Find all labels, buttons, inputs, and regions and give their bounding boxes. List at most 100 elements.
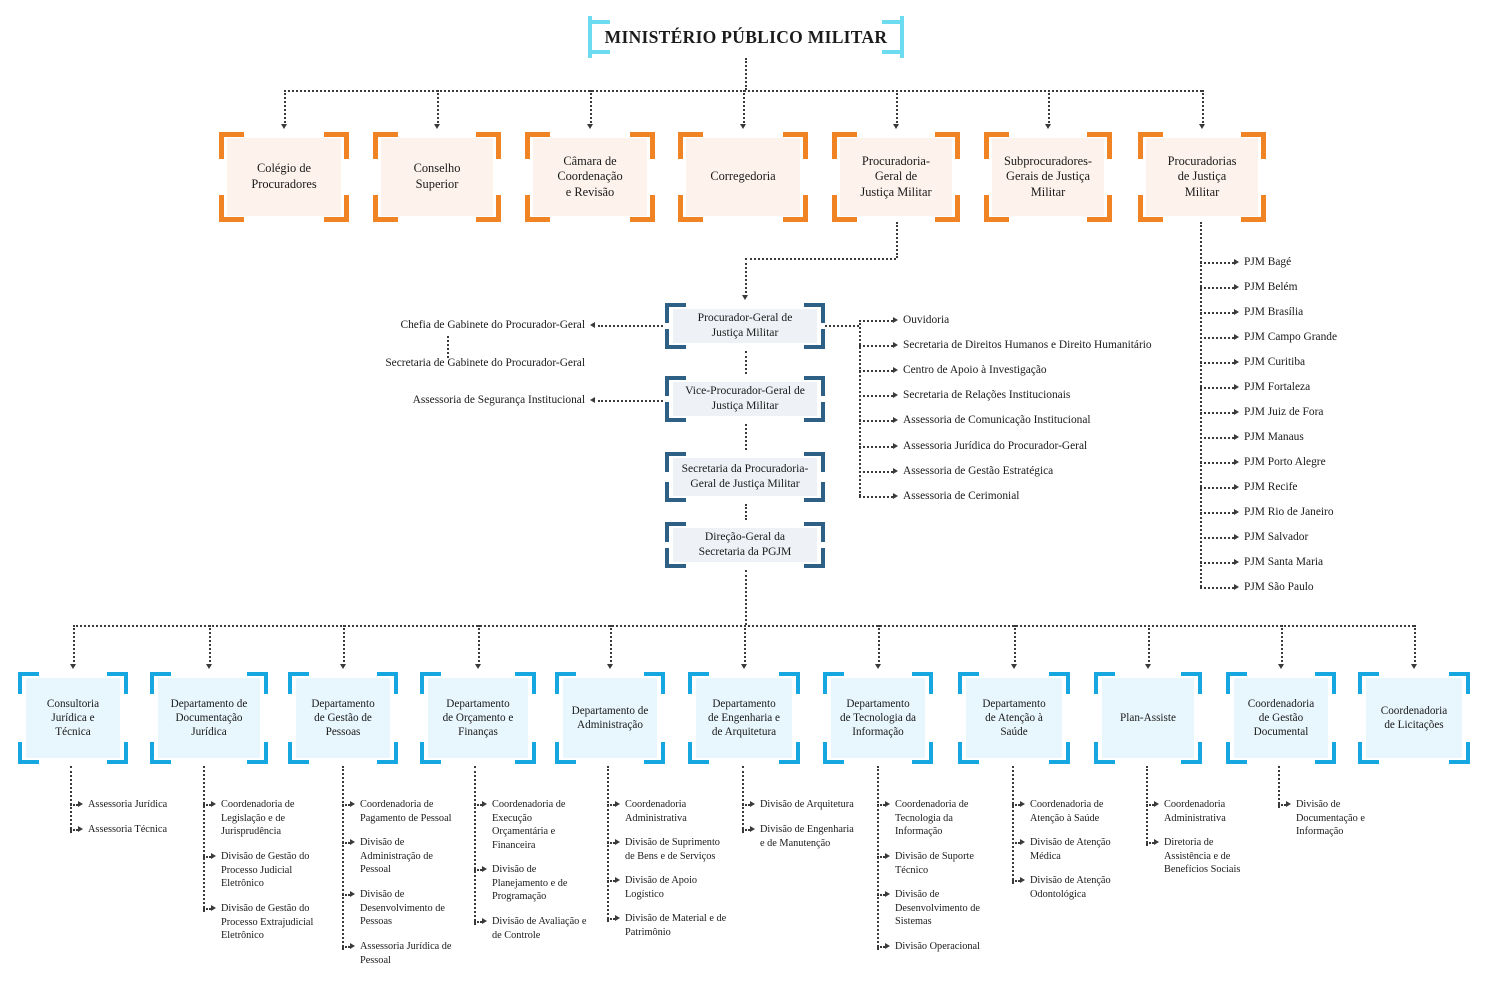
tier1-box-conselho-superior[interactable]: Conselho Superior xyxy=(373,132,501,222)
connector-horizontal xyxy=(877,894,885,896)
pgjm-unit-assessoria-de-cerimonial[interactable]: Assessoria de Cerimonial xyxy=(903,489,1020,502)
department-child-divisao-de-administracao-de-pessoal[interactable]: Divisão de Administração de Pessoal xyxy=(360,837,433,876)
bracket-corner-bl xyxy=(525,195,550,222)
pjm-unit-pjm-brasilia[interactable]: PJM Brasília xyxy=(1244,306,1304,318)
department-child-divisao-de-atencao-odontologica[interactable]: Divisão de Atenção Odontológica xyxy=(1030,875,1111,900)
connector-arrowhead xyxy=(1234,334,1239,340)
pgjm-unit-ouvidoria[interactable]: Ouvidoria xyxy=(903,314,950,326)
department-child-divisao-de-avaliacao-e-de-controle[interactable]: Divisão de Avaliação e de Controle xyxy=(492,916,587,941)
bracket-corner-tl xyxy=(984,132,1009,159)
bracket-corner-bottom-left xyxy=(588,16,610,54)
department-box-departamento-de-tecnologia-da-informacao[interactable]: Departamento de Tecnologia da Informação xyxy=(823,672,933,764)
department-child-coordenadoria-administrativa[interactable]: Coordenadoria Administrativa xyxy=(625,799,687,824)
department-child-assessoria-tecnica[interactable]: Assessoria Técnica xyxy=(88,824,168,835)
department-box-departamento-de-gestao-de-pessoas[interactable]: Departamento de Gestão de Pessoas xyxy=(288,672,398,764)
pjm-unit-pjm-campo-grande[interactable]: PJM Campo Grande xyxy=(1244,331,1338,343)
department-child-coordenadoria-de-legislacao-e-de-jurisprudenci[interactable]: Coordenadoria de Legislação e de Jurispr… xyxy=(221,799,295,838)
department-box-consultoria-juridica-e-tecnica[interactable]: Consultoria Jurídica e Técnica xyxy=(18,672,128,764)
department-box-coordenadoria-de-gestao-documental[interactable]: Coordenadoria de Gestão Documental xyxy=(1226,672,1336,764)
pjm-unit-pjm-bage[interactable]: PJM Bagé xyxy=(1244,256,1292,268)
connector-vertical xyxy=(1014,625,1016,666)
connector-arrowhead xyxy=(70,664,76,669)
department-child-coordenadoria-de-execucao-orcamentaria-e-finan[interactable]: Coordenadoria de Execução Orçamentária e… xyxy=(492,799,566,851)
tier1-box-corregedoria[interactable]: Corregedoria xyxy=(678,132,808,222)
spine-box-vice-procurador-geral-de-justica-militar-label: Vice-Procurador-Geral de Justiça Militar xyxy=(685,384,805,412)
tier1-box-colegio-de-procuradores[interactable]: Colégio de Procuradores xyxy=(219,132,349,222)
pjm-unit-pjm-salvador[interactable]: PJM Salvador xyxy=(1244,531,1309,543)
connector-arrowhead xyxy=(742,295,748,300)
pjm-unit-pjm-belem[interactable]: PJM Belém xyxy=(1244,281,1298,293)
department-child-assessoria-juridica-de-pessoal[interactable]: Assessoria Jurídica de Pessoal xyxy=(360,941,452,966)
pjm-unit-pjm-rio-de-janeiro[interactable]: PJM Rio de Janeiro xyxy=(1244,506,1334,518)
connector-horizontal xyxy=(877,856,885,858)
department-child-assessoria-juridica[interactable]: Assessoria Jurídica xyxy=(88,799,168,810)
pgjm-unit-assessoria-juridica-do-procurador-geral[interactable]: Assessoria Jurídica do Procurador-Geral xyxy=(903,439,1088,452)
connector-vertical xyxy=(1202,90,1204,126)
pgjm-unit-centro-de-apoio-a-investigacao[interactable]: Centro de Apoio à Investigação xyxy=(903,364,1047,377)
spine-box-direcao-geral-da-secretaria-da-pgjm[interactable]: Direção-Geral da Secretaria da PGJM xyxy=(665,522,825,568)
box-fill xyxy=(296,678,390,758)
pgjm-unit-assessoria-de-gestao-estrategica[interactable]: Assessoria de Gestão Estratégica xyxy=(903,464,1054,477)
connector-horizontal xyxy=(73,625,1414,627)
department-child-divisao-de-desenvolvimento-de-sistemas[interactable]: Divisão de Desenvolvimento de Sistemas xyxy=(895,889,980,928)
connector-vertical xyxy=(896,222,898,258)
pjm-unit-pjm-fortaleza[interactable]: PJM Fortaleza xyxy=(1244,381,1311,393)
connector-horizontal xyxy=(877,946,885,948)
department-child-divisao-de-planejamento-e-de-programacao[interactable]: Divisão de Planejamento e de Programação xyxy=(492,864,568,903)
pjm-unit-pjm-manaus[interactable]: PJM Manaus xyxy=(1244,431,1304,443)
department-child-divisao-de-arquitetura[interactable]: Divisão de Arquitetura xyxy=(760,799,854,810)
left-label-assessoria-de-seguranca-institucional[interactable]: Assessoria de Segurança Institucional xyxy=(412,394,585,406)
department-child-divisao-de-engenharia-e-de-manutencao[interactable]: Divisão de Engenharia e de Manutenção xyxy=(760,824,854,849)
department-child-divisao-de-desenvolvimento-de-pessoas[interactable]: Divisão de Desenvolvimento de Pessoas xyxy=(360,889,445,928)
left-label-secretaria-de-gabinete-do-procurador-geral[interactable]: Secretaria de Gabinete do Procurador-Ger… xyxy=(385,357,585,369)
department-child-coordenadoria-administrativa[interactable]: Coordenadoria Administrativa xyxy=(1164,799,1226,824)
pjm-unit-pjm-curitiba[interactable]: PJM Curitiba xyxy=(1244,356,1306,368)
connector-vertical xyxy=(878,625,880,666)
pjm-unit-pjm-juiz-de-fora[interactable]: PJM Juiz de Fora xyxy=(1244,406,1324,418)
department-child-divisao-de-gestao-do-processo-judicial-eletron[interactable]: Divisão de Gestão do Processo Judicial E… xyxy=(221,851,310,890)
tier1-box-camara-de-coordenacao-e-revisao[interactable]: Câmara de Coordenação e Revisão xyxy=(525,132,655,222)
pjm-unit-pjm-porto-alegre[interactable]: PJM Porto Alegre xyxy=(1244,456,1326,468)
bracket-corner-tr xyxy=(804,303,825,323)
department-box-departamento-de-atencao-a-saude[interactable]: Departamento de Atenção à Saúde xyxy=(958,672,1070,764)
spine-box-procurador-geral-de-justica-militar[interactable]: Procurador-Geral de Justiça Militar xyxy=(665,303,825,349)
pjm-unit-pjm-sao-paulo[interactable]: PJM São Paulo xyxy=(1244,581,1314,593)
tier1-box-procuradoria-geral-de-justica-militar[interactable]: Procuradoria- Geral de Justiça Militar xyxy=(832,132,960,222)
department-child-diretoria-de-assistencia-e-de-beneficios-socia[interactable]: Diretoria de Assistência e de Benefícios… xyxy=(1164,837,1241,876)
pgjm-unit-secretaria-de-direitos-humanos-e-direito-human[interactable]: Secretaria de Direitos Humanos e Direito… xyxy=(903,339,1152,352)
tier1-box-subprocuradores-gerais-de-justica-militar[interactable]: Subprocuradores- Gerais de Justiça Milit… xyxy=(984,132,1112,222)
bracket-corner-br xyxy=(804,402,825,422)
connector-horizontal xyxy=(1012,880,1020,882)
department-child-divisao-de-suprimento-de-bens-e-de-servicos[interactable]: Divisão de Suprimento de Bens e de Servi… xyxy=(625,837,720,862)
department-box-departamento-de-engenharia-e-de-arquitetura[interactable]: Departamento de Engenharia e de Arquitet… xyxy=(688,672,800,764)
connector-horizontal xyxy=(70,804,78,806)
department-child-coordenadoria-de-pagamento-de-pessoal[interactable]: Coordenadoria de Pagamento de Pessoal xyxy=(360,799,452,824)
department-child-divisao-de-suporte-tecnico[interactable]: Divisão de Suporte Técnico xyxy=(895,851,974,876)
department-child-coordenadoria-de-atencao-a-saude[interactable]: Coordenadoria de Atenção à Saúde xyxy=(1030,799,1104,824)
bracket-corner-br xyxy=(324,195,349,222)
department-child-divisao-de-material-e-de-patrimonio[interactable]: Divisão de Material e de Patrimônio xyxy=(625,913,727,938)
left-label-chefia-de-gabinete-do-procurador-geral[interactable]: Chefia de Gabinete do Procurador-Geral xyxy=(400,319,585,331)
pgjm-unit-assessoria-de-comunicacao-institucional[interactable]: Assessoria de Comunicação Institucional xyxy=(903,414,1091,427)
department-child-coordenadoria-de-tecnologia-da-informacao[interactable]: Coordenadoria de Tecnologia da Informaçã… xyxy=(895,799,969,838)
department-child-divisao-de-atencao-medica[interactable]: Divisão de Atenção Médica xyxy=(1030,837,1111,862)
department-box-coordenadoria-de-licitacoes[interactable]: Coordenadoria de Licitações xyxy=(1358,672,1470,764)
tier1-box-procuradorias-de-justica-militar[interactable]: Procuradorias de Justiça Militar xyxy=(1138,132,1266,222)
department-child-divisao-operacional[interactable]: Divisão Operacional xyxy=(895,941,980,952)
connector-horizontal xyxy=(607,804,615,806)
department-box-departamento-de-administracao[interactable]: Departamento de Administração xyxy=(555,672,665,764)
department-child-divisao-de-apoio-logistico[interactable]: Divisão de Apoio Logístico xyxy=(625,875,698,900)
department-box-departamento-de-orcamento-e-financas[interactable]: Departamento de Orçamento e Finanças xyxy=(420,672,536,764)
pjm-unit-pjm-santa-maria[interactable]: PJM Santa Maria xyxy=(1244,556,1324,568)
department-box-departamento-de-documentacao-juridica[interactable]: Departamento de Documentação Jurídica xyxy=(150,672,268,764)
pjm-unit-pjm-recife[interactable]: PJM Recife xyxy=(1244,481,1298,493)
department-child-divisao-de-documentacao-e-informacao[interactable]: Divisão de Documentação e Informação xyxy=(1296,799,1365,838)
pgjm-unit-secretaria-de-relacoes-institucionais[interactable]: Secretaria de Relações Institucionais xyxy=(903,389,1071,402)
spine-box-vice-procurador-geral-de-justica-militar[interactable]: Vice-Procurador-Geral de Justiça Militar xyxy=(665,376,825,422)
bracket-corner-tr xyxy=(804,522,825,542)
department-child-divisao-de-gestao-do-processo-extrajudicial-el[interactable]: Divisão de Gestão do Processo Extrajudic… xyxy=(221,903,314,942)
spine-box-secretaria-da-procuradoria-geral-de-justica-mi[interactable]: Secretaria da Procuradoria- Geral de Jus… xyxy=(665,452,825,502)
bracket-corner-bottom-right xyxy=(882,16,904,54)
department-box-plan-assiste[interactable]: Plan-Assiste xyxy=(1094,672,1202,764)
